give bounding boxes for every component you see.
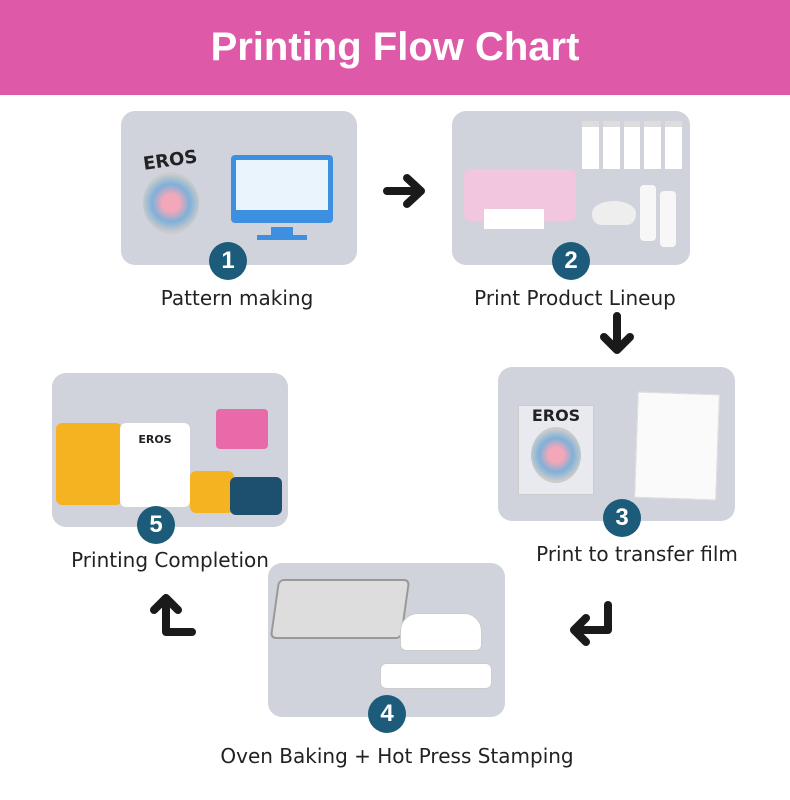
film-roll-image: [640, 185, 656, 241]
arrow-return-left-icon: [570, 601, 612, 646]
step-3-card: EROS 3: [498, 367, 735, 537]
step-badge: 1: [209, 242, 247, 280]
artwork-text: EROS: [141, 146, 199, 175]
arrow-up-turn-icon: [150, 594, 196, 636]
arrow-down-icon: [600, 312, 634, 354]
step-1-label: Pattern making: [160, 286, 314, 310]
step-badge: 2: [552, 242, 590, 280]
step-5-card: EROS 5: [52, 373, 288, 544]
step-2-card: 2: [452, 111, 690, 280]
step-3-label: Print to transfer film: [536, 542, 738, 566]
step-2-label: Print Product Lineup: [474, 286, 676, 310]
step-badge: 3: [603, 499, 641, 537]
step-badge: 5: [137, 506, 175, 544]
white-tshirt-image: EROS: [120, 423, 190, 507]
heat-press-image: [380, 613, 492, 705]
artwork-text: EROS: [138, 433, 172, 446]
header-banner: Printing Flow Chart: [0, 0, 790, 95]
pink-shorts-image: [216, 409, 268, 449]
page-title: Printing Flow Chart: [210, 25, 580, 69]
powder-image: [592, 201, 636, 225]
step-1-card: EROS 1: [121, 111, 357, 280]
artwork-text: EROS: [531, 406, 581, 425]
yellow-pillow-image: [190, 471, 234, 513]
monitor-icon: [231, 155, 333, 240]
blue-pillow-image: [230, 477, 282, 515]
blank-film-sheets-image: [634, 391, 720, 501]
yellow-tshirt-image: [56, 423, 122, 505]
printer-image: [464, 169, 576, 229]
step-4-label: Oven Baking + Hot Press Stamping: [220, 744, 574, 768]
ink-bottles-image: [582, 121, 682, 169]
transfer-film-print-image: EROS: [518, 405, 594, 495]
step-4-card: 4: [268, 563, 505, 733]
design-artwork-image: EROS: [142, 146, 213, 239]
step-badge: 4: [368, 695, 406, 733]
step-5-label: Printing Completion: [71, 548, 269, 572]
arrow-right-icon: [383, 174, 425, 208]
film-roll-image: [660, 191, 676, 247]
